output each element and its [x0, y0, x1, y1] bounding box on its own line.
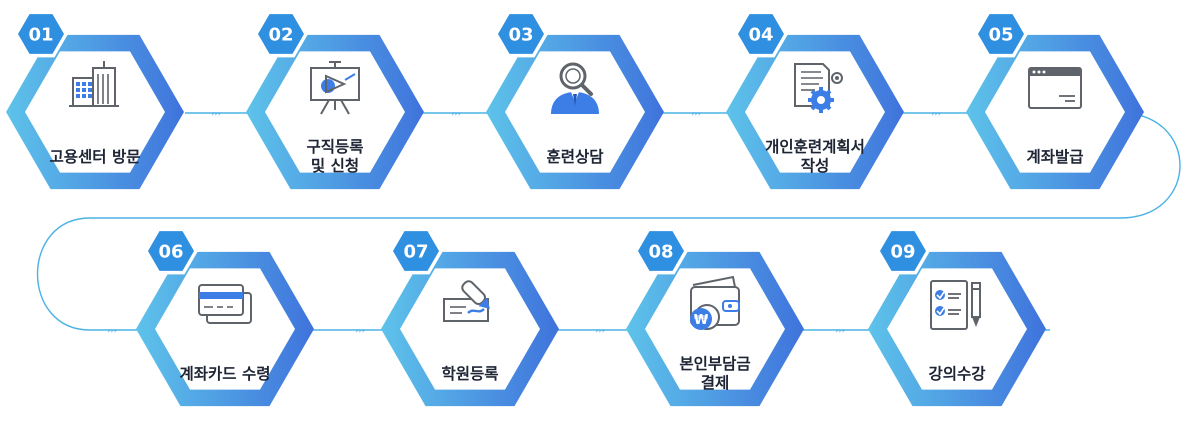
- hexagon-inner: [265, 51, 405, 173]
- process-step: 01 고용센터 방문: [6, 10, 184, 190]
- cards-icon: [198, 284, 252, 324]
- process-step: 05 계좌발급: [966, 10, 1144, 190]
- hexagon-inner: [25, 51, 165, 173]
- flow-arrow-markers: ››› ››› ››› ››› ››› ››› ››› ›››: [107, 109, 941, 335]
- step-number-badge: [978, 14, 1024, 54]
- step-number: 01: [28, 25, 53, 46]
- flow-arrow: ›››: [835, 326, 845, 335]
- step-label: 고용센터 방문: [50, 148, 141, 166]
- step-number: 04: [748, 25, 773, 46]
- hexagon-inner: [985, 51, 1125, 173]
- step-number: 06: [158, 242, 183, 263]
- step-label: 본인부담금: [679, 355, 750, 373]
- step-number: 07: [403, 242, 428, 263]
- step-number-badge: [258, 14, 304, 54]
- step-number: 03: [508, 25, 533, 46]
- process-step: 07 학원등록: [381, 227, 559, 407]
- process-step: 06 계좌카드 수령: [136, 227, 314, 407]
- hexagon-inner: [400, 268, 540, 390]
- flow-arrow: ›››: [691, 109, 701, 118]
- step-number-badge: [638, 231, 684, 271]
- step-label: 작성: [801, 157, 830, 175]
- hexagon-inner: [155, 268, 295, 390]
- step-label: 계좌카드 수령: [180, 364, 271, 383]
- step-number-badge: [738, 14, 784, 54]
- step-number-badge: [880, 231, 926, 271]
- step-label: 훈련상담: [546, 147, 604, 166]
- flow-arrow: ›››: [595, 326, 605, 335]
- step-label: 및 신청: [311, 156, 359, 175]
- flow-arrow: ›››: [451, 109, 461, 118]
- step-number: 02: [268, 25, 293, 46]
- flow-arrow: ›››: [355, 326, 365, 335]
- step-label: 구직등록: [306, 138, 363, 156]
- flow-arrow: ›››: [211, 109, 221, 118]
- step-label: 강의수강: [928, 365, 986, 383]
- step-number: 08: [648, 242, 673, 263]
- step-number-badge: [498, 14, 544, 54]
- step-label: 계좌발급: [1026, 147, 1083, 166]
- step-label: 결제: [701, 374, 730, 392]
- flow-arrow: ›››: [107, 326, 117, 335]
- flow-arrow: ›››: [931, 109, 941, 118]
- step-label: 학원등록: [441, 365, 498, 383]
- step-label: 개인훈련계획서: [765, 137, 865, 156]
- hexagon-inner: [745, 51, 885, 173]
- process-step: 09 강의수강: [868, 227, 1046, 407]
- step-number-badge: [393, 231, 439, 271]
- step-number: 09: [890, 242, 915, 263]
- step-number: 05: [988, 25, 1013, 46]
- hexagon-inner: [645, 268, 785, 390]
- step-number-badge: [18, 14, 64, 54]
- process-step: 03 훈련상담: [486, 10, 664, 190]
- step-number-badge: [148, 231, 194, 271]
- browser-window-icon: [1028, 67, 1082, 109]
